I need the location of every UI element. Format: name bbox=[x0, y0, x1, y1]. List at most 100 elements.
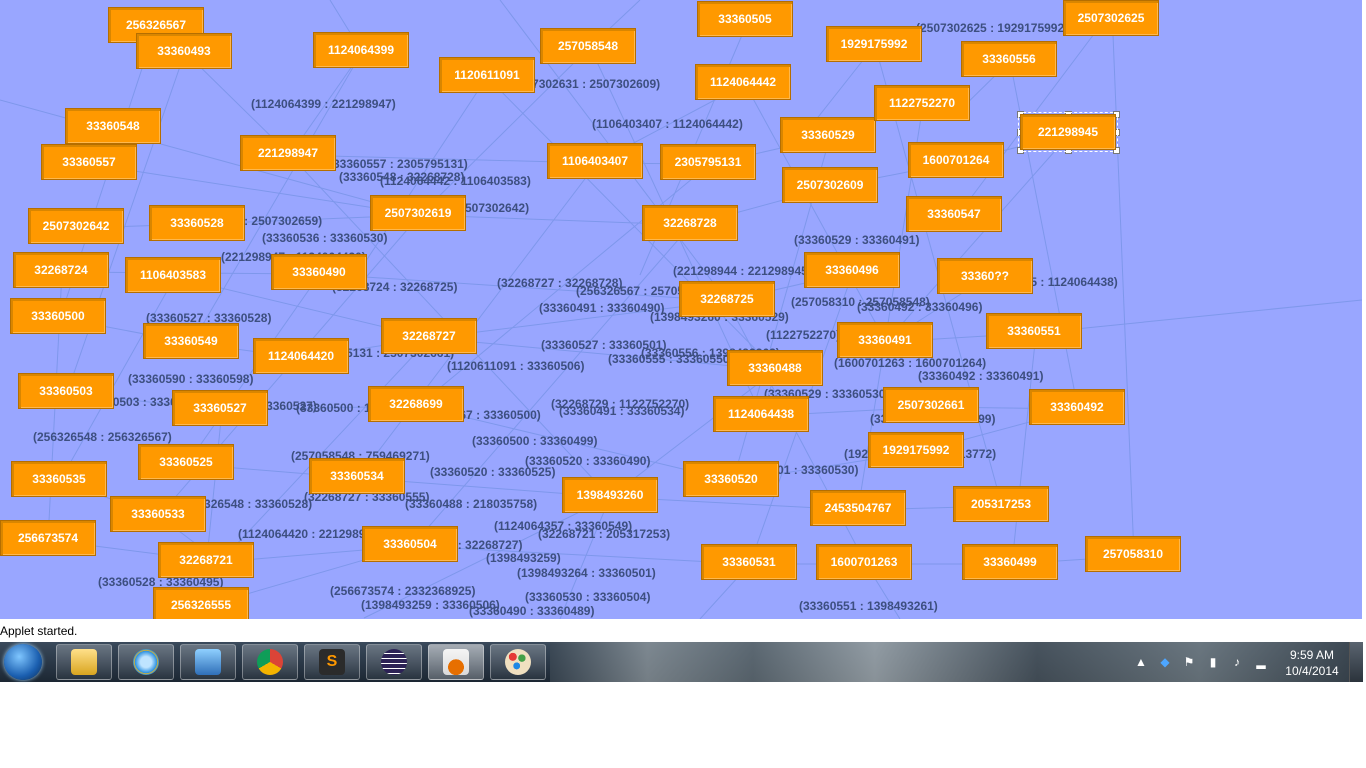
edge-label: (33360551 : 1398493261) bbox=[799, 599, 938, 613]
network-signal-icon[interactable]: ▂ bbox=[1256, 655, 1266, 669]
windows-taskbar: S ▲ ◆ ⚑ ▮ ♪ ▂ bbox=[0, 642, 1362, 682]
graph-node[interactable]: 205317253 bbox=[953, 486, 1049, 522]
selection-handle[interactable] bbox=[1113, 147, 1120, 154]
graph-node[interactable]: 33360500 bbox=[10, 298, 106, 334]
dropbox-icon[interactable]: ◆ bbox=[1160, 655, 1170, 669]
graph-node[interactable]: 33360505 bbox=[697, 1, 793, 37]
graph-node[interactable]: 32268724 bbox=[13, 252, 109, 288]
graph-node[interactable]: 33360493 bbox=[136, 33, 232, 69]
edge-label: (221298944 : 221298945) bbox=[673, 264, 812, 278]
graph-node[interactable]: 32268727 bbox=[381, 318, 477, 354]
taskbar-paint-button[interactable] bbox=[490, 644, 546, 680]
graph-node[interactable]: 33360?? bbox=[937, 258, 1033, 294]
applet-canvas[interactable]: (2507302625 : 1929175992)(1124064399 : 2… bbox=[0, 0, 1362, 619]
graph-node[interactable]: 33360520 bbox=[683, 461, 779, 497]
graph-node[interactable]: 221298947 bbox=[240, 135, 336, 171]
graph-node[interactable]: 1124064399 bbox=[313, 32, 409, 68]
graph-node[interactable]: 33360503 bbox=[18, 373, 114, 409]
graph-node[interactable]: 257058548 bbox=[540, 28, 636, 64]
taskbar-chrome-button[interactable] bbox=[242, 644, 298, 680]
graph-node[interactable]: 32268721 bbox=[158, 542, 254, 578]
graph-node[interactable]: 33360549 bbox=[143, 323, 239, 359]
graph-node[interactable]: 33360504 bbox=[362, 526, 458, 562]
edge-label: (33360527 : 33360501) bbox=[541, 338, 667, 352]
applet-status-bar: Applet started. bbox=[0, 620, 1362, 642]
graph-node[interactable]: 1122752270 bbox=[874, 85, 970, 121]
graph-node[interactable]: 1124064438 bbox=[713, 396, 809, 432]
graph-node[interactable]: 1398493260 bbox=[562, 477, 658, 513]
graph-node[interactable]: 33360492 bbox=[1029, 389, 1125, 425]
volume-icon[interactable]: ♪ bbox=[1234, 655, 1240, 669]
graph-node[interactable]: 33360529 bbox=[780, 117, 876, 153]
graph-node[interactable]: 32268699 bbox=[368, 386, 464, 422]
edge-label: (1124064420 : 221298947) bbox=[238, 527, 383, 541]
graph-node[interactable]: 33360496 bbox=[804, 252, 900, 288]
graph-node[interactable]: 33360525 bbox=[138, 444, 234, 480]
graph-node[interactable]: 33360535 bbox=[11, 461, 107, 497]
taskbar-media-button[interactable] bbox=[180, 644, 236, 680]
graph-node[interactable]: 2453504767 bbox=[810, 490, 906, 526]
graph-node-selected[interactable]: 221298945 bbox=[1018, 112, 1118, 152]
taskbar-clock[interactable]: 9:59 AM 10/4/2014 bbox=[1280, 642, 1344, 682]
graph-node[interactable]: 33360534 bbox=[309, 458, 405, 494]
graph-node[interactable]: 1929175992 bbox=[868, 432, 964, 468]
edge-label: (33360590 : 33360598) bbox=[128, 372, 254, 386]
graph-node[interactable]: 2507302642 bbox=[28, 208, 124, 244]
clock-time: 9:59 AM bbox=[1289, 648, 1335, 662]
graph-node[interactable]: 33360531 bbox=[701, 544, 797, 580]
graph-node[interactable]: 33360527 bbox=[172, 390, 268, 426]
graph-node[interactable]: 2507302609 bbox=[782, 167, 878, 203]
graph-node[interactable]: 256673574 bbox=[0, 520, 96, 556]
taskbar-ie-button[interactable] bbox=[118, 644, 174, 680]
graph-node[interactable]: 33360528 bbox=[149, 205, 245, 241]
folder-icon bbox=[71, 649, 97, 675]
graph-node[interactable]: 1600701264 bbox=[908, 142, 1004, 178]
action-center-flag-icon[interactable]: ⚑ bbox=[1183, 655, 1195, 669]
graph-node[interactable]: 33360547 bbox=[906, 196, 1002, 232]
taskbar-eclipse-button[interactable] bbox=[366, 644, 422, 680]
graph-node[interactable]: 33360490 bbox=[271, 254, 367, 290]
edge-label: (1398493259 : 33360506) bbox=[361, 598, 500, 612]
graph-node[interactable]: 2305795131 bbox=[660, 144, 756, 180]
graph-node[interactable]: 2507302619 bbox=[370, 195, 466, 231]
graph-node[interactable]: 33360533 bbox=[110, 496, 206, 532]
graph-node[interactable]: 33360488 bbox=[727, 350, 823, 386]
graph-node[interactable]: 33360557 bbox=[41, 144, 137, 180]
edge-label: (257058310 : 257058548) bbox=[791, 295, 930, 309]
graph-node[interactable]: 1929175992 bbox=[826, 26, 922, 62]
edge-label: (1124064442 : 1106403583) bbox=[380, 174, 531, 188]
graph-node[interactable]: 33360551 bbox=[986, 313, 1082, 349]
graph-node[interactable]: 1124064420 bbox=[253, 338, 349, 374]
edge-label: (32268727 : 32268728) bbox=[497, 276, 623, 290]
graph-node[interactable]: 1106403407 bbox=[547, 143, 643, 179]
graph-node[interactable]: 256326555 bbox=[153, 587, 249, 619]
clock-date: 10/4/2014 bbox=[1285, 664, 1339, 678]
graph-node[interactable]: 1120611091 bbox=[439, 57, 535, 93]
edge-label: (1106403407 : 1124064442) bbox=[592, 117, 743, 131]
graph-node[interactable]: 257058310 bbox=[1085, 536, 1181, 572]
graph-node[interactable]: 32268725 bbox=[679, 281, 775, 317]
edge-label: (33360529 : 33360491) bbox=[794, 233, 920, 247]
taskbar-explorer-button[interactable] bbox=[56, 644, 112, 680]
edge-label: (33360557 : 2305795131) bbox=[329, 157, 468, 171]
graph-node[interactable]: 33360491 bbox=[837, 322, 933, 358]
edge-label: (33360520 : 33360525) bbox=[430, 465, 556, 479]
edge-label: (256673574 : 2332368925) bbox=[330, 584, 476, 598]
show-hidden-icons-arrow-icon[interactable]: ▲ bbox=[1135, 655, 1147, 669]
graph-node[interactable]: 2507302625 bbox=[1063, 0, 1159, 36]
taskbar-sublime-button[interactable]: S bbox=[304, 644, 360, 680]
graph-node[interactable]: 32268728 bbox=[642, 205, 738, 241]
graph-node[interactable]: 33360499 bbox=[962, 544, 1058, 580]
graph-node[interactable]: 1600701263 bbox=[816, 544, 912, 580]
java-icon bbox=[443, 649, 469, 675]
taskbar-java-button[interactable] bbox=[428, 644, 484, 680]
graph-node[interactable]: 1106403583 bbox=[125, 257, 221, 293]
graph-node[interactable]: 33360548 bbox=[65, 108, 161, 144]
edge-label: (256326548 : 33360528) bbox=[180, 497, 313, 511]
graph-node[interactable]: 2507302661 bbox=[883, 387, 979, 423]
graph-node[interactable]: 33360556 bbox=[961, 41, 1057, 77]
graph-node[interactable]: 1124064442 bbox=[695, 64, 791, 100]
start-button[interactable] bbox=[4, 644, 42, 680]
show-desktop-button[interactable] bbox=[1349, 642, 1363, 682]
safely-remove-hardware-icon[interactable]: ▮ bbox=[1209, 655, 1217, 669]
